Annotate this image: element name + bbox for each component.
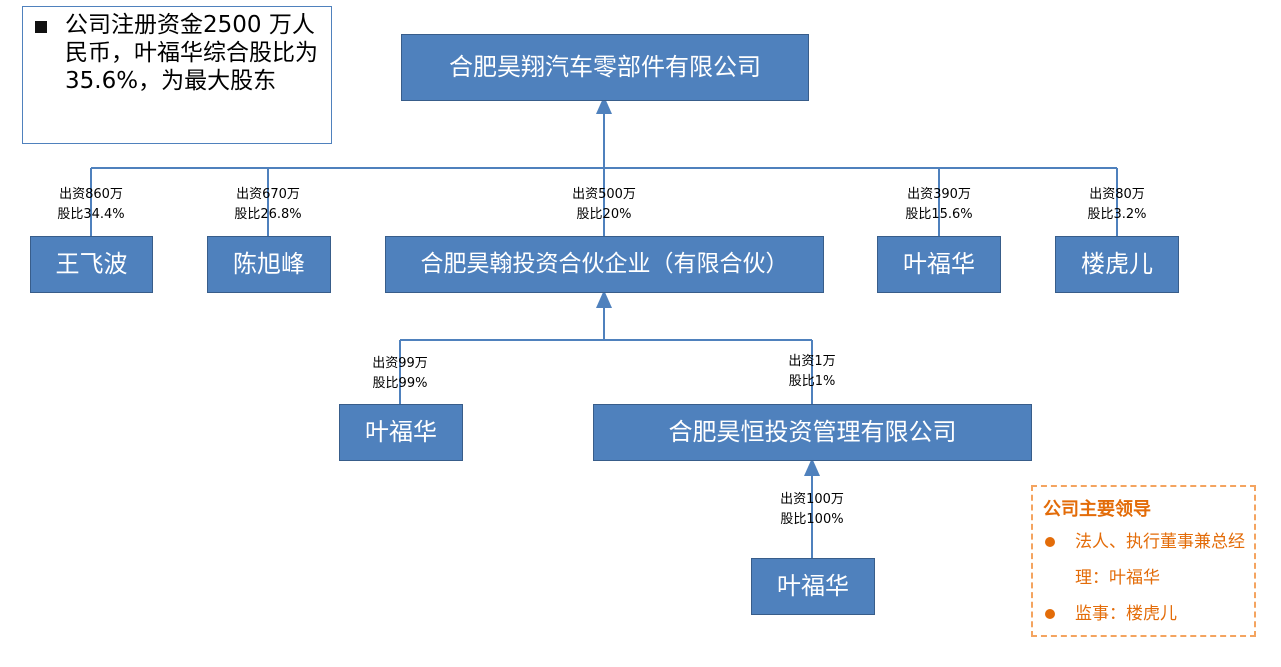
edge-label-haohan: 出资500万股比20% [572,187,636,222]
capital-note-text: 公司注册资金2500 万人民币，叶福华综合股比为35.6%，为最大股东 [65,12,318,94]
node-yefuhua-3: 叶福华 [751,558,875,615]
leader-item: 法人、执行董事兼总经理：叶福华 [1075,532,1245,588]
square-bullet-icon [35,21,47,33]
edge-label-yefuhua-1: 出资390万股比15.6% [905,187,973,222]
edge-label-chenxufeng: 出资670万股比26.8% [234,187,302,222]
edge-label-yefuhua-3: 出资100万股比100% [780,492,844,527]
node-louhuer: 楼虎儿 [1055,236,1179,293]
node-wangfeibo: 王飞波 [30,236,153,293]
leaders-title: 公司主要领导 [1043,499,1151,520]
node-yefuhua-1: 叶福华 [877,236,1001,293]
leader-item: 监事：楼虎儿 [1075,604,1177,624]
node-top-company: 合肥昊翔汽车零部件有限公司 [401,34,809,101]
edge-label-haoheng: 出资1万股比1% [788,354,836,389]
edge-label-wangfeibo: 出资860万股比34.4% [57,187,125,222]
node-yefuhua-2: 叶福华 [339,404,463,461]
edge-label-louhuer: 出资80万股比3.2% [1087,187,1147,222]
edge-label-yefuhua-2: 出资99万股比99% [372,356,428,391]
orange-bullet-icon [1045,609,1055,619]
orange-bullet-icon [1045,537,1055,547]
leaders-box: 公司主要领导 法人、执行董事兼总经理：叶福华 监事：楼虎儿 [1031,485,1256,637]
node-haoheng-company: 合肥昊恒投资管理有限公司 [593,404,1032,461]
capital-note: 公司注册资金2500 万人民币，叶福华综合股比为35.6%，为最大股东 [22,6,332,144]
node-haohan-partnership: 合肥昊翰投资合伙企业（有限合伙） [385,236,824,293]
node-chenxufeng: 陈旭峰 [207,236,331,293]
